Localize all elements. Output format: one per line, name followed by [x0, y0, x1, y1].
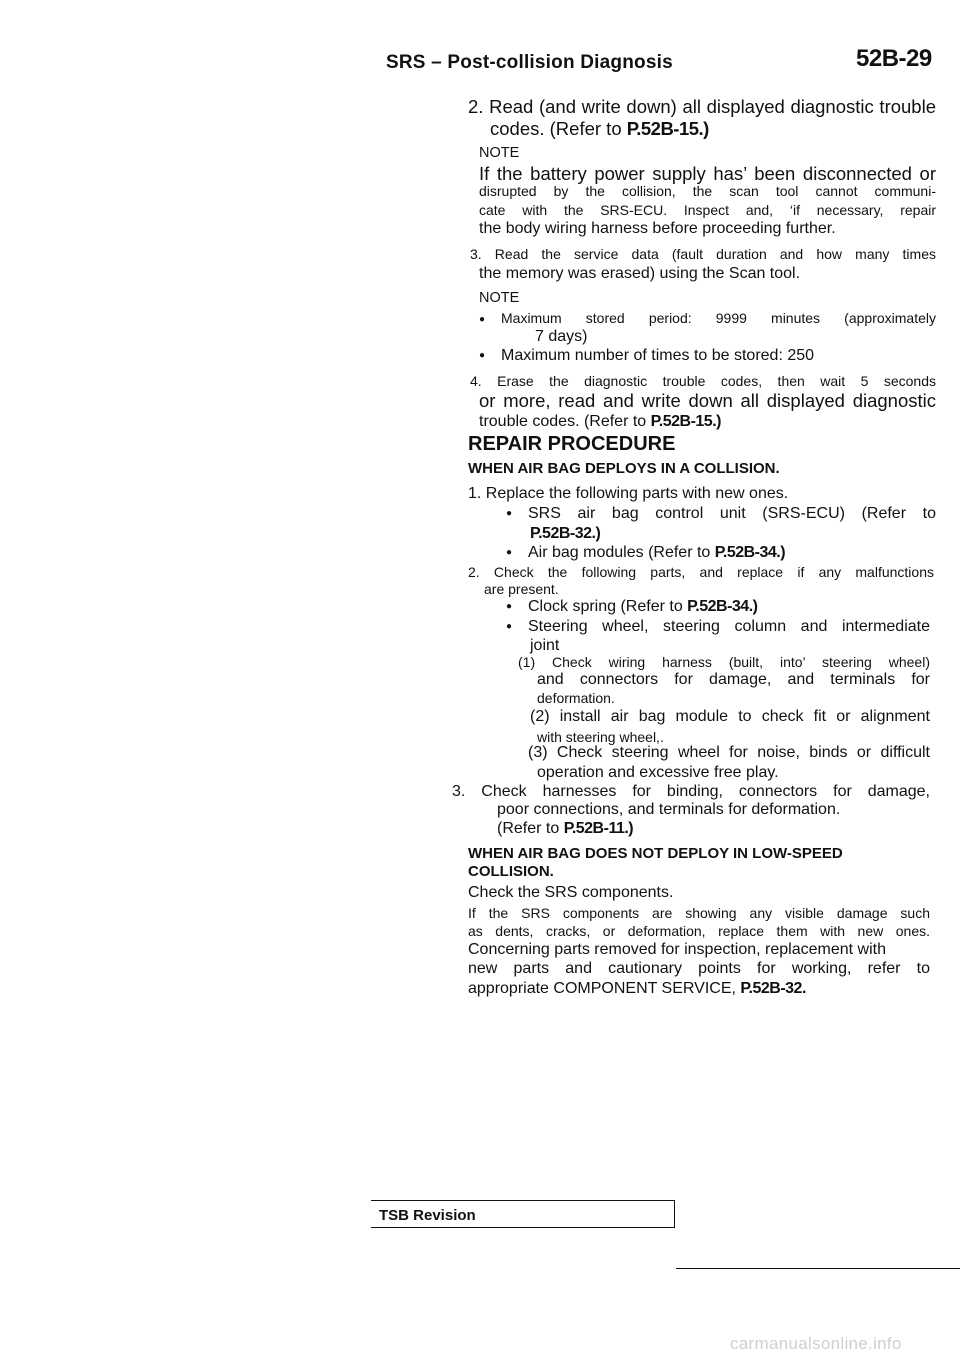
sub3-line1: (3) Check steering wheel for noise, bind… [528, 744, 930, 761]
concern-line3: appropriate COMPONENT SERVICE, P.52B-32. [468, 980, 806, 997]
step4-line2: or more, read and write down all display… [479, 390, 936, 411]
step3-bullet1-cont: 7 days) [535, 328, 588, 345]
bullet-icon: ● [506, 508, 513, 520]
step3-bullet1: ●Maximum stored period: 9999 minutes (ap… [479, 310, 936, 326]
item2-bullet1: ●Clock spring (Refer to P.52B-34.) [506, 598, 758, 615]
bullet-icon: ● [506, 621, 513, 633]
item1-text: 1. Replace the following parts with new … [468, 485, 789, 502]
step2-note-line3: cate with the SRS-ECU. Inspect and, ‘if … [479, 202, 936, 218]
tsb-revision-label: TSB Revision [379, 1207, 476, 1224]
bullet-icon: ● [506, 601, 513, 613]
watermark-text: carmanualsonline.info [730, 1334, 902, 1353]
step2-line2: codes. (Refer to P.52B-15.) [490, 118, 710, 139]
concern-ref-link[interactable]: P.52B-32. [740, 980, 806, 997]
concern-line2: new parts and cautionary points for work… [468, 960, 930, 977]
page-number: 52B-29 [856, 45, 932, 72]
step4-line1: 4. Erase the diagnostic trouble codes, t… [470, 373, 936, 389]
item1-bullet1-ref[interactable]: P.52B-32.) [530, 525, 601, 542]
step3-bullet2: ●Maximum number of times to be stored: 2… [479, 347, 815, 364]
bullet-icon: ● [479, 313, 486, 325]
step2-note-line4: the body wiring harness before proceedin… [479, 220, 836, 237]
step4-ref-link[interactable]: P.52B-15.) [650, 413, 722, 430]
step3-line2: the memory was erased) using the Scan to… [479, 265, 801, 282]
sub2-line2: with steering wheel,. [537, 729, 664, 745]
item1-bullet2: ●Air bag modules (Refer to P.52B-34.) [506, 544, 786, 561]
step2-note-line1: If the battery power supply has’ been di… [479, 163, 936, 184]
step3-line1: 3. Read the service data (fault duration… [470, 246, 936, 262]
step2-line1: 2. Read (and write down) all displayed d… [468, 96, 936, 117]
step2-note-label: NOTE [479, 145, 520, 161]
tsb-box-bottom-border [371, 1227, 675, 1228]
check-srs-text: Check the SRS components. [468, 884, 674, 901]
bullet-icon: ● [506, 547, 513, 559]
deploys-heading: WHEN AIR BAG DEPLOYS IN A COLLISION. [468, 460, 780, 477]
step2-note-line2: disrupted by the collision, the scan too… [479, 183, 936, 199]
nodeploy-heading-cont: COLLISION. [468, 863, 554, 880]
tsb-box-top-border [371, 1200, 675, 1201]
page-title: SRS – Post-collision Diagnosis [386, 52, 673, 73]
concern-line1: Concerning parts removed for inspection,… [468, 941, 886, 958]
sub1-line2: and connectors for damage, and terminals… [537, 671, 930, 688]
item3-line1: 3. Check harnesses for binding, connecto… [452, 783, 930, 800]
item3-line2: poor connections, and terminals for defo… [497, 801, 841, 818]
item3-ref-link[interactable]: P.52B-11.) [563, 820, 634, 837]
bullet-icon: ● [479, 350, 486, 362]
visible-damage-line1: If the SRS components are showing any vi… [468, 905, 930, 921]
sub1-line1: (1) Check wiring harness (built, into’ s… [518, 654, 930, 670]
item2-bullet2: ●Steering wheel, steering column and int… [506, 618, 930, 635]
item3-line3: (Refer to P.52B-11.) [497, 820, 634, 837]
step3-note-label: NOTE [479, 290, 520, 306]
item2-line2: are present. [484, 581, 559, 597]
sub3-line2: operation and excessive free play. [537, 764, 779, 781]
item1-bullet1: ●SRS air bag control unit (SRS-ECU) (Ref… [506, 505, 936, 522]
footer-rule [676, 1268, 960, 1269]
item1-bullet2-ref[interactable]: P.52B-34.) [714, 544, 786, 561]
visible-damage-line2: as dents, cracks, or deformation, replac… [468, 923, 930, 939]
sub2-line1: (2) install air bag module to check fit … [530, 708, 930, 725]
repair-heading: REPAIR PROCEDURE [468, 433, 676, 455]
step2-ref-link[interactable]: P.52B-15.) [626, 118, 710, 139]
item2-line1: 2. Check the following parts, and replac… [468, 564, 934, 580]
item2-bullet2-cont: joint [530, 637, 560, 654]
nodeploy-heading: WHEN AIR BAG DOES NOT DEPLOY IN LOW-SPEE… [468, 845, 843, 862]
step4-line3: trouble codes. (Refer to P.52B-15.) [479, 413, 722, 430]
item2-bullet1-ref[interactable]: P.52B-34.) [687, 598, 758, 615]
sub1-line3: deformation. [537, 690, 615, 706]
tsb-box-right-border [674, 1200, 675, 1228]
